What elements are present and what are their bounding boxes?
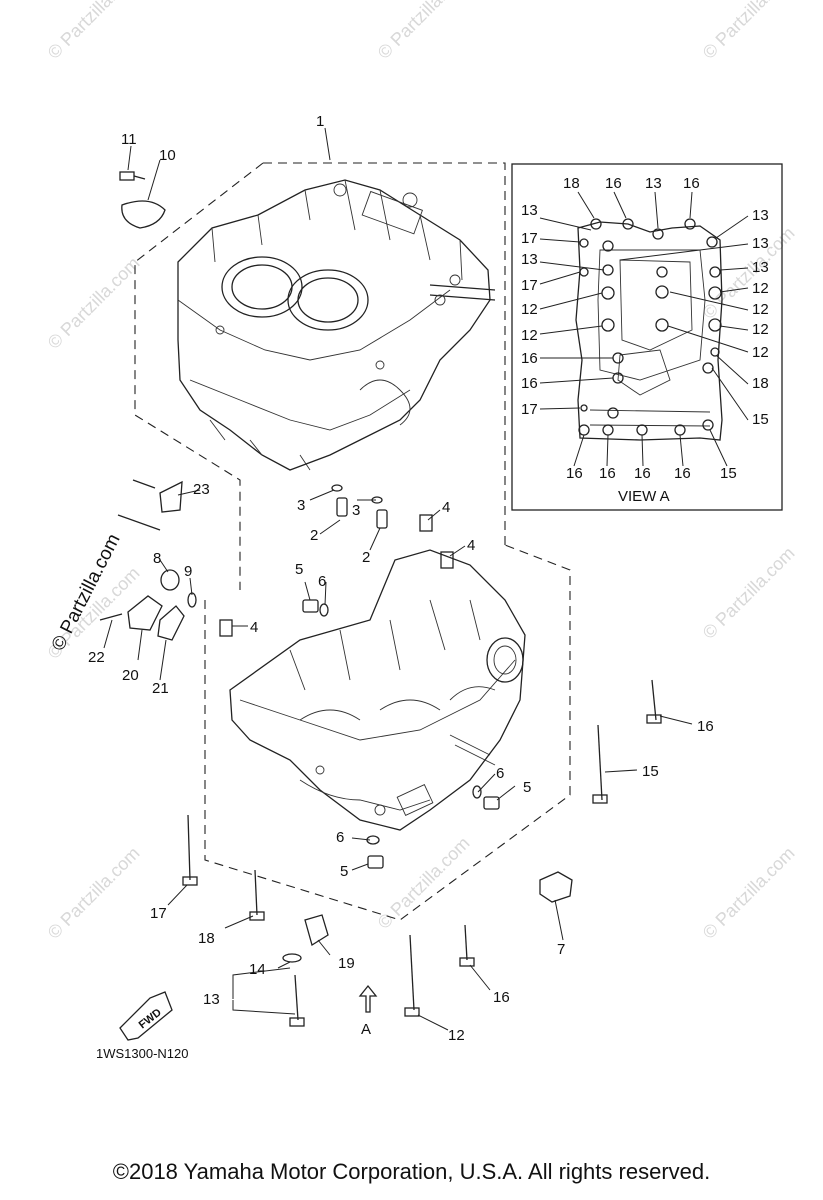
callout-label: 8 — [153, 550, 161, 567]
small-parts: FWD — [99, 171, 662, 1041]
callout-label: 4 — [250, 619, 258, 636]
view-arrow-label: A — [361, 1021, 371, 1038]
callout-label: 15 — [752, 411, 769, 428]
callout-label: 6 — [336, 829, 344, 846]
watermark: © Partzilla.com — [699, 543, 799, 643]
callout-label: 13 — [645, 175, 662, 192]
copyright-notice: ©2018 Yamaha Motor Corporation, U.S.A. A… — [112, 1159, 711, 1184]
lower-crankcase — [204, 544, 571, 921]
watermark: © Partzilla.com — [699, 0, 799, 63]
view-a-panel: 18 16 13 16 13 13 17 13 13 17 13 12 12 1… — [511, 163, 783, 511]
watermark: © Partzilla.com — [374, 0, 474, 63]
callout-label: 6 — [496, 765, 504, 782]
callout-label: 16 — [605, 175, 622, 192]
callout-label: 12 — [521, 301, 538, 318]
callout-label: 16 — [683, 175, 700, 192]
callout-label: 13 — [752, 207, 769, 224]
watermark: © Partzilla.com — [44, 0, 144, 63]
callout-label: 17 — [521, 277, 538, 294]
callout-label: 12 — [752, 344, 769, 361]
callout-label: 9 — [184, 563, 192, 580]
callout-label: 16 — [674, 465, 691, 482]
view-a-callouts: 18 16 13 16 13 13 17 13 13 17 13 12 12 1… — [521, 175, 769, 505]
callout-label: 7 — [557, 941, 565, 958]
callout-label: 15 — [642, 763, 659, 780]
callout-label: 13 — [521, 202, 538, 219]
callout-label: 17 — [521, 230, 538, 247]
callout-label: 16 — [566, 465, 583, 482]
callout-label: 12 — [448, 1027, 465, 1044]
callout-label: 3 — [352, 502, 360, 519]
callout-label: 16 — [634, 465, 651, 482]
callout-label: 10 — [159, 147, 176, 164]
watermark: © Partzilla.com — [699, 843, 799, 943]
callout-label: 5 — [340, 863, 348, 880]
watermark: © Partzilla.com — [374, 833, 474, 933]
callout-label: 16 — [697, 718, 714, 735]
upper-crankcase — [134, 162, 506, 590]
view-a-title: VIEW A — [618, 488, 670, 505]
callout-label: 5 — [523, 779, 531, 796]
callout-label: 11 — [121, 131, 137, 148]
callout-label: 13 — [752, 235, 769, 252]
diagram-code: 1WS1300-N120 — [96, 1046, 189, 1061]
watermark: © Partzilla.com — [44, 843, 144, 943]
callout-label: 19 — [338, 955, 355, 972]
callout-label: 18 — [563, 175, 580, 192]
callout-label: 4 — [442, 499, 450, 516]
main-callouts: 1 2 2 3 3 4 4 4 5 5 5 6 6 6 7 8 9 10 11 … — [88, 113, 714, 1044]
callout-label: 18 — [198, 930, 215, 947]
callout-label: 3 — [297, 497, 305, 514]
callout-label: 17 — [150, 905, 167, 922]
callout-label: 18 — [752, 375, 769, 392]
callout-label: 13 — [752, 259, 769, 276]
callout-label: 4 — [467, 537, 475, 554]
callout-label: 23 — [193, 481, 210, 498]
watermark: © Partzilla.com — [44, 253, 144, 353]
callout-label: 16 — [521, 375, 538, 392]
callout-label: 5 — [295, 561, 303, 578]
callout-label: 6 — [318, 573, 326, 590]
callout-label: 1 — [316, 113, 324, 130]
callout-label: 16 — [493, 989, 510, 1006]
callout-label: 14 — [249, 961, 266, 978]
callout-label: 16 — [599, 465, 616, 482]
callout-label: 12 — [752, 280, 769, 297]
callout-label: 12 — [521, 327, 538, 344]
callout-label: 13 — [203, 991, 220, 1008]
callout-label: 13 — [521, 251, 538, 268]
callout-label: 20 — [122, 667, 139, 684]
callout-label: 2 — [362, 549, 370, 566]
callout-label: 21 — [152, 680, 169, 697]
callout-label: 17 — [521, 401, 538, 418]
callout-label: 15 — [720, 465, 737, 482]
callout-label: 2 — [310, 527, 318, 544]
callout-label: 12 — [752, 301, 769, 318]
callout-label: 12 — [752, 321, 769, 338]
callout-label: 16 — [521, 350, 538, 367]
callout-label: 22 — [88, 649, 105, 666]
